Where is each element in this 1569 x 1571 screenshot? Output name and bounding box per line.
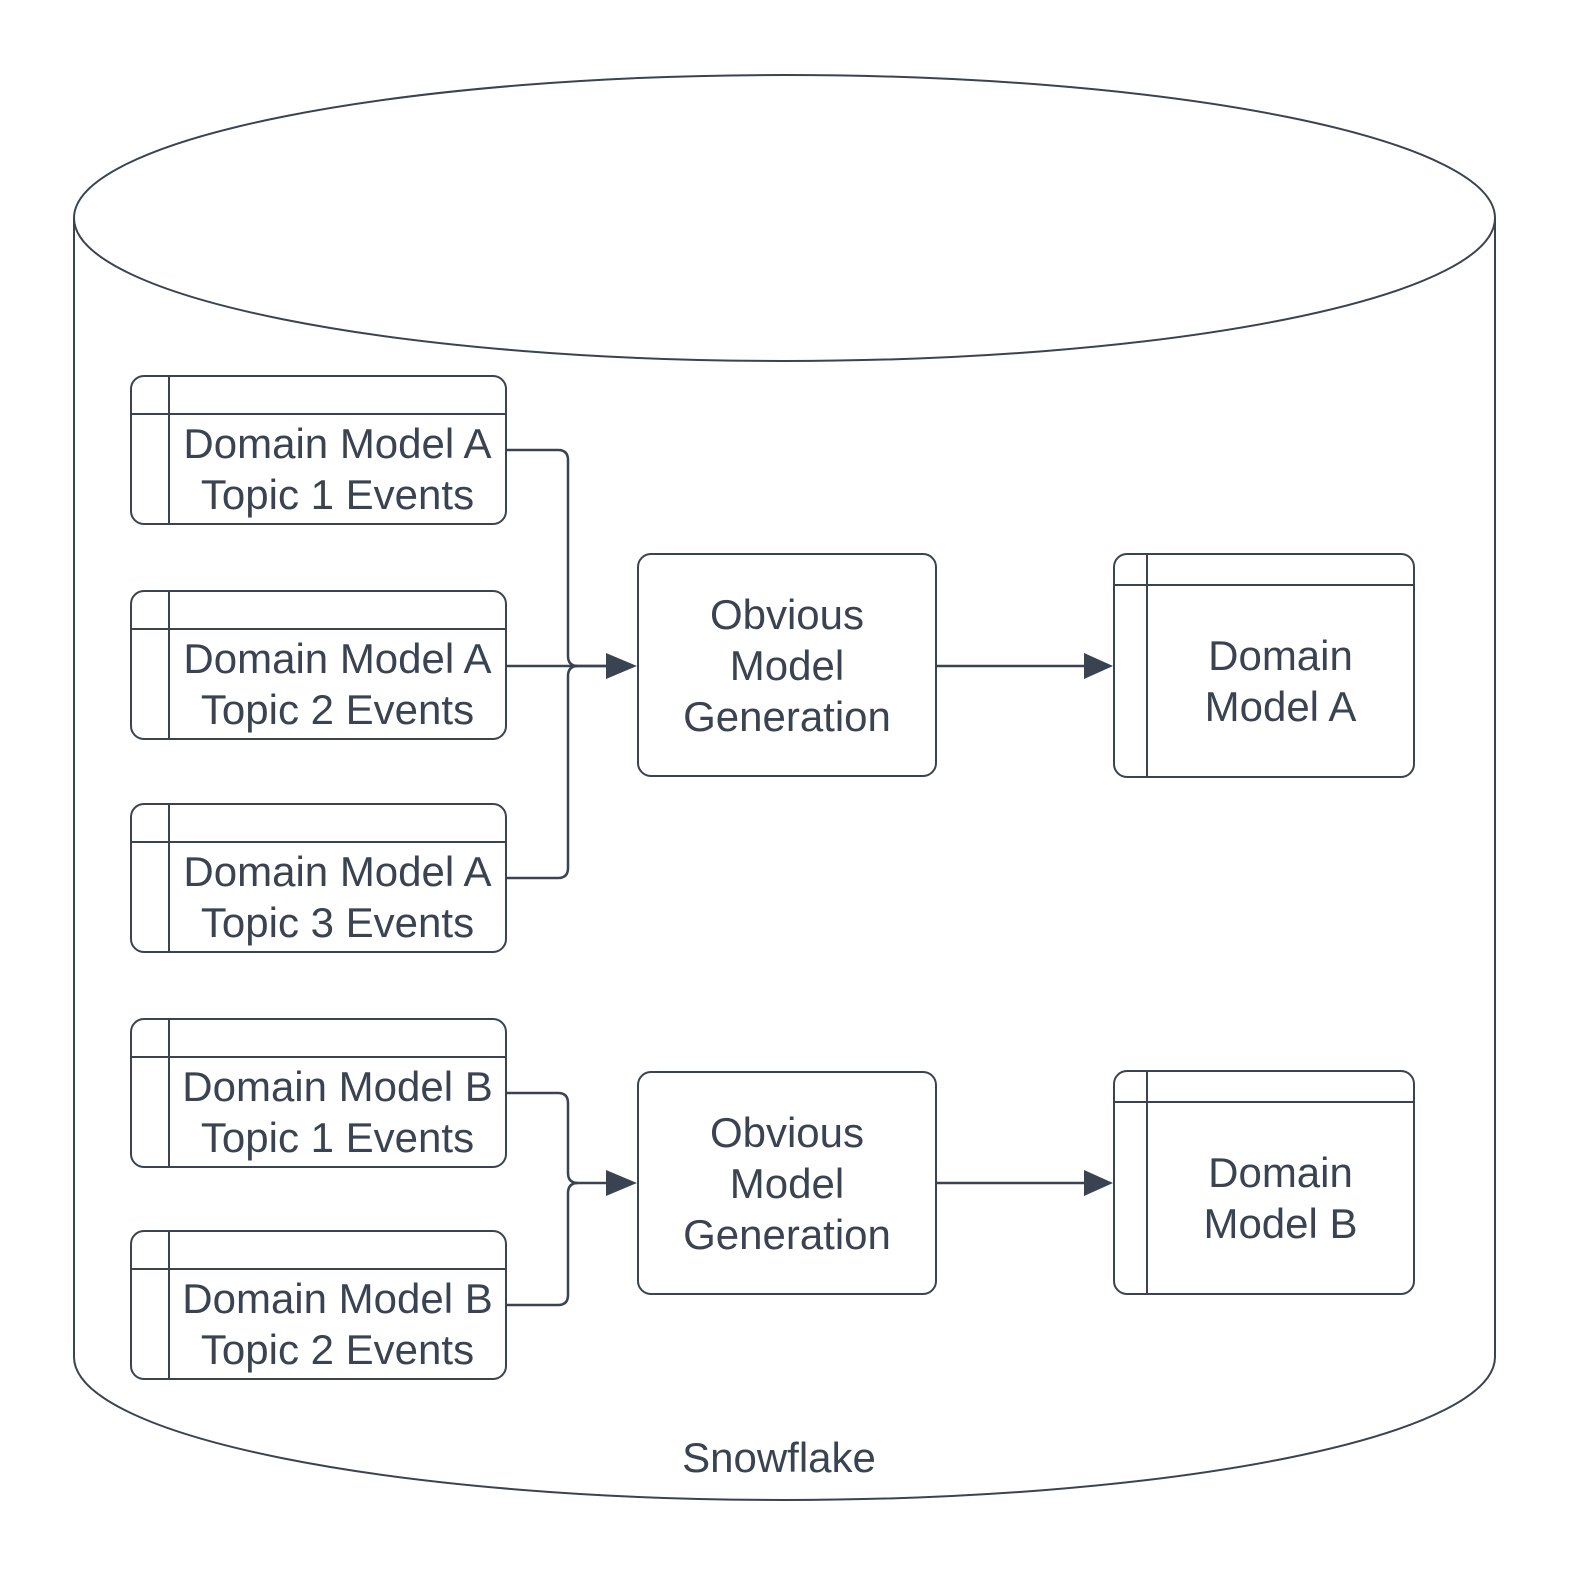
table-key-column — [132, 377, 170, 523]
node-label-line2: Topic 2 Events — [200, 686, 475, 733]
arrowhead-into-model-b — [1084, 1170, 1113, 1196]
table-node-domain-a-topic-2-events: Domain Model A Topic 2 Events — [130, 590, 507, 740]
arrowhead-into-generation-a — [606, 653, 637, 679]
node-label-line2: Model A — [1204, 683, 1357, 730]
table-header-row — [132, 1020, 505, 1058]
node-label-line2: Topic 1 Events — [200, 1114, 475, 1161]
table-header-row — [132, 805, 505, 843]
node-label-line1: Domain Model A — [183, 848, 492, 895]
table-key-column — [1115, 1072, 1148, 1293]
connector-topic-b1-to-generation — [507, 1091, 606, 1185]
node-label-line1: Domain — [1208, 1149, 1353, 1196]
table-node-domain-a-topic-1-events: Domain Model A Topic 1 Events — [130, 375, 507, 525]
table-header-row — [1115, 1072, 1413, 1103]
node-label: Domain Model B Topic 1 Events — [170, 1058, 505, 1166]
node-label: Domain Model A Topic 3 Events — [170, 843, 505, 951]
node-label-line2: Topic 2 Events — [200, 1326, 475, 1373]
table-key-column — [132, 805, 170, 951]
arrowhead-into-generation-b — [606, 1170, 637, 1196]
process-node-obvious-model-generation-a: Obvious Model Generation — [637, 553, 937, 777]
node-label-line2: Topic 1 Events — [200, 471, 475, 518]
table-node-domain-model-a: Domain Model A — [1113, 553, 1415, 778]
connector-topic-a3-to-generation — [507, 664, 579, 880]
snowflake-cylinder-shape — [73, 74, 1497, 1501]
node-label-line2: Model — [729, 1159, 845, 1207]
node-label-line1: Obvious — [709, 590, 865, 638]
node-label-line3: Generation — [683, 692, 891, 740]
arrowhead-into-model-a — [1084, 653, 1113, 679]
node-label: Domain Model A Topic 1 Events — [170, 415, 505, 523]
node-label: Domain Model A — [1148, 586, 1413, 776]
node-label-line3: Generation — [683, 1210, 891, 1258]
node-label-line1: Domain Model A — [183, 635, 492, 682]
table-key-column — [132, 592, 170, 738]
node-label-line1: Domain Model A — [183, 420, 492, 467]
node-label: Obvious Model Generation — [639, 555, 935, 775]
snowflake-container-label: Snowflake — [682, 1434, 876, 1481]
table-header-row — [132, 1232, 505, 1270]
node-label-line2: Topic 3 Events — [200, 899, 475, 946]
table-header-row — [1115, 555, 1413, 586]
connector-topic-b2-to-generation — [507, 1181, 579, 1307]
node-label: Obvious Model Generation — [639, 1073, 935, 1293]
node-label: Domain Model A Topic 2 Events — [170, 630, 505, 738]
node-label-line1: Domain Model B — [182, 1275, 493, 1322]
table-header-row — [132, 377, 505, 415]
table-node-domain-model-b: Domain Model B — [1113, 1070, 1415, 1295]
table-node-domain-b-topic-1-events: Domain Model B Topic 1 Events — [130, 1018, 507, 1168]
node-label-line2: Model B — [1203, 1200, 1358, 1247]
table-key-column — [132, 1232, 170, 1378]
node-label-line2: Model — [729, 641, 845, 689]
connector-topic-a1-to-generation — [507, 448, 606, 668]
table-key-column — [132, 1020, 170, 1166]
process-node-obvious-model-generation-b: Obvious Model Generation — [637, 1071, 937, 1295]
node-label: Domain Model B — [1148, 1103, 1413, 1293]
table-key-column — [1115, 555, 1148, 776]
table-node-domain-b-topic-2-events: Domain Model B Topic 2 Events — [130, 1230, 507, 1380]
node-label-line1: Obvious — [709, 1108, 865, 1156]
table-header-row — [132, 592, 505, 630]
node-label: Domain Model B Topic 2 Events — [170, 1270, 505, 1378]
table-node-domain-a-topic-3-events: Domain Model A Topic 3 Events — [130, 803, 507, 953]
node-label-line1: Domain — [1208, 632, 1353, 679]
node-label-line1: Domain Model B — [182, 1063, 493, 1110]
